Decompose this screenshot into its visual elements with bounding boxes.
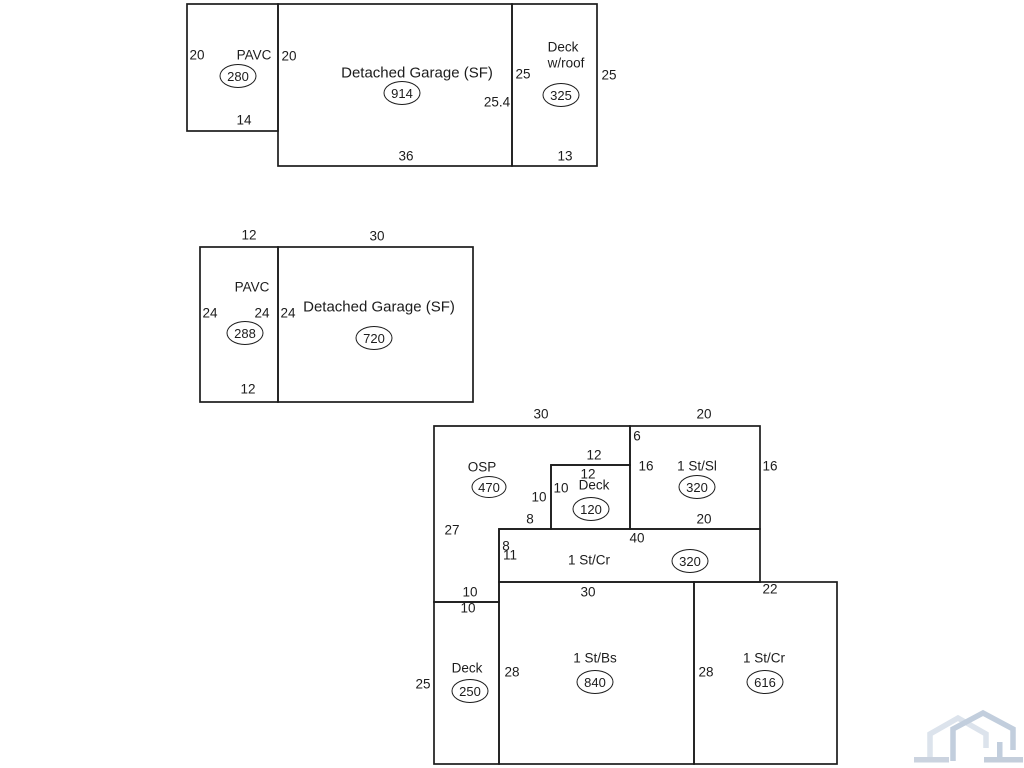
label-cr-upper: 1 St/Cr bbox=[567, 552, 611, 568]
detached-garage-2-outline bbox=[277, 246, 474, 403]
label-deckroof-line1: Deck bbox=[547, 39, 579, 55]
dim-deck-lower-left-25: 25 bbox=[415, 676, 431, 692]
dim-osp-right-11: 11 bbox=[502, 547, 518, 563]
dim-garage2-top-30: 30 bbox=[369, 228, 385, 244]
dim-garage1-right-25-4: 25.4 bbox=[483, 94, 511, 110]
dim-deckroof-right-25: 25 bbox=[601, 67, 617, 83]
logo-ground-bar-right bbox=[984, 757, 1023, 763]
dim-pavc1-bottom-14: 14 bbox=[236, 112, 252, 128]
area-sl: 320 bbox=[678, 475, 716, 499]
dim-sl-left-6: 6 bbox=[633, 428, 641, 444]
logo-chimney bbox=[997, 742, 1003, 758]
dim-osp-left-27: 27 bbox=[444, 522, 460, 538]
dim-sl-top-20: 20 bbox=[696, 406, 712, 422]
dim-bs-top-30: 30 bbox=[580, 584, 596, 600]
dim-deck-lower-top-10: 10 bbox=[460, 600, 476, 616]
area-deckroof: 325 bbox=[542, 83, 580, 107]
label-sl: 1 St/Sl bbox=[677, 458, 717, 474]
dim-deck-upper-inner-12: 12 bbox=[580, 466, 596, 482]
dim-bs-left-28: 28 bbox=[504, 664, 520, 680]
area-deck-upper: 120 bbox=[572, 497, 610, 521]
deck-lower-outline bbox=[433, 601, 500, 765]
double-house-logo-watermark bbox=[914, 709, 1023, 763]
dim-pavc2-right-24: 24 bbox=[254, 305, 270, 321]
dim-sl-right-16: 16 bbox=[762, 458, 778, 474]
area-garage2: 720 bbox=[355, 326, 393, 350]
dim-osp-right-10: 10 bbox=[531, 489, 547, 505]
dim-osp-top-30: 30 bbox=[533, 406, 549, 422]
label-pavc2: PAVC bbox=[234, 279, 270, 295]
dim-deckroof-left-25: 25 bbox=[515, 66, 531, 82]
dim-deck-upper-left-10: 10 bbox=[553, 480, 569, 496]
deck-w-roof-outline bbox=[511, 3, 598, 167]
dim-sl-bottom-20: 20 bbox=[696, 511, 712, 527]
area-pavc1: 280 bbox=[219, 64, 257, 88]
label-cr-lower: 1 St/Cr bbox=[742, 650, 786, 666]
label-garage1: Detached Garage (SF) bbox=[341, 64, 493, 82]
label-garage2: Detached Garage (SF) bbox=[303, 298, 455, 316]
dim-cr-lower-left-28: 28 bbox=[698, 664, 714, 680]
one-st-cr-lower-outline bbox=[693, 581, 838, 765]
dim-osp-bottom-10: 10 bbox=[462, 584, 478, 600]
area-garage1: 914 bbox=[383, 81, 421, 105]
area-pavc2: 288 bbox=[226, 321, 264, 345]
dim-cr-lower-top-22: 22 bbox=[762, 581, 778, 597]
label-deckroof-line2: w/roof bbox=[547, 55, 585, 71]
dim-garage1-left-20: 20 bbox=[281, 48, 297, 64]
area-deck-lower: 250 bbox=[451, 679, 489, 703]
label-deck-lower: Deck bbox=[451, 660, 483, 676]
logo-house-right-icon bbox=[950, 709, 1016, 761]
logo-house-left-icon bbox=[927, 714, 989, 761]
area-cr-lower: 616 bbox=[746, 670, 784, 694]
label-deck-upper: Deck bbox=[578, 477, 610, 493]
dim-pavc2-top-12: 12 bbox=[241, 227, 257, 243]
dim-garage1-bottom-36: 36 bbox=[398, 148, 414, 164]
dim-pavc1-left-20: 20 bbox=[189, 47, 205, 63]
dim-sl-left-16: 16 bbox=[638, 458, 654, 474]
dim-cr-upper-left-8: 8 bbox=[502, 538, 510, 554]
dim-cr-upper-top-40: 40 bbox=[629, 530, 645, 546]
dim-osp-seg-8: 8 bbox=[526, 511, 534, 527]
label-bs: 1 St/Bs bbox=[573, 650, 617, 666]
dim-pavc2-bottom-12: 12 bbox=[240, 381, 256, 397]
dim-pavc2-left-24: 24 bbox=[202, 305, 218, 321]
dim-deckroof-bottom-13: 13 bbox=[557, 148, 573, 164]
dim-deck-upper-top-12: 12 bbox=[586, 447, 602, 463]
area-osp: 470 bbox=[471, 476, 507, 498]
dim-garage2-left-24: 24 bbox=[280, 305, 296, 321]
area-bs: 840 bbox=[576, 670, 614, 694]
area-cr-upper: 320 bbox=[671, 549, 709, 573]
logo-ground-bar-left bbox=[914, 757, 949, 763]
label-osp: OSP bbox=[467, 459, 497, 475]
label-pavc1: PAVC bbox=[236, 47, 272, 63]
